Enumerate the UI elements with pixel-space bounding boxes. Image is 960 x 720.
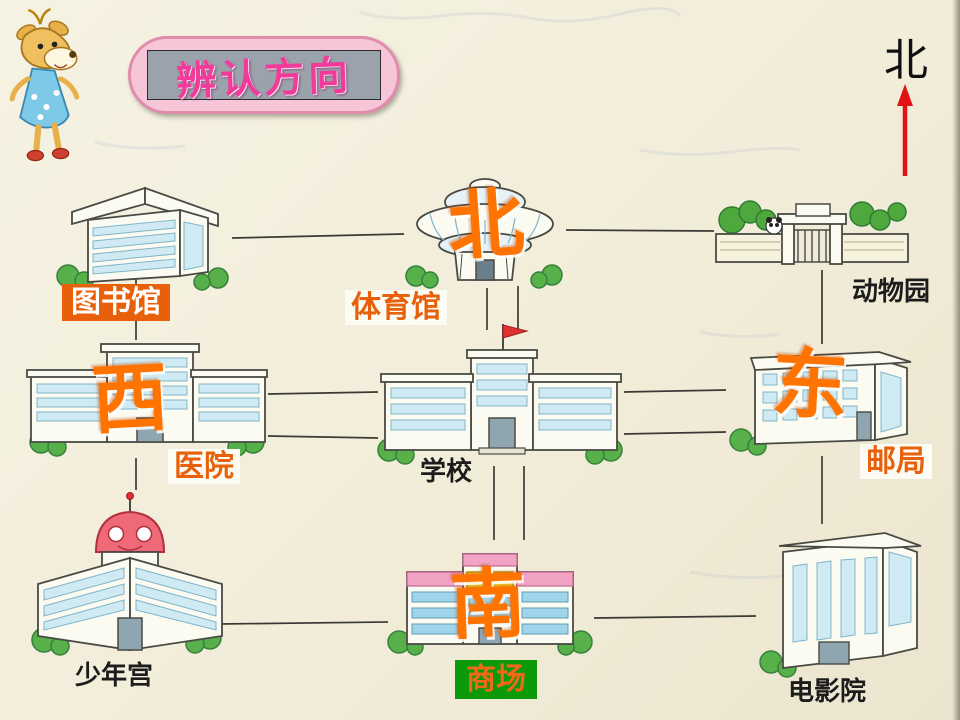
label-school: 学校 (420, 457, 473, 487)
post-office-illustration (729, 351, 912, 456)
building-youth-palace (30, 488, 225, 663)
direction-south-char: 南 (448, 561, 528, 650)
label-hospital: 医院 (168, 449, 240, 484)
building-gymnasium (400, 172, 570, 292)
direction-west-char: 西 (89, 355, 171, 444)
scan-edge (952, 0, 960, 720)
mall-signboard (466, 571, 514, 589)
compass-north-label: 北 (884, 35, 928, 86)
label-zoo: 动物园 (852, 277, 931, 307)
deer-mascot (2, 6, 98, 168)
title-banner-plate: 辨认方向 (147, 50, 381, 104)
building-zoo (712, 192, 912, 277)
page-title: 辨认方向 (175, 53, 353, 105)
label-gymnasium: 体育馆 (345, 290, 447, 325)
direction-north-char: 北 (445, 180, 527, 271)
hospital-illustration (26, 343, 268, 457)
label-library: 图书馆 (62, 284, 170, 321)
cinema-illustration (759, 532, 922, 678)
panda-icon (765, 217, 783, 235)
zoo-gate-bars (794, 229, 830, 263)
flag-icon (502, 324, 529, 339)
label-youth-palace: 少年宫 (75, 661, 154, 691)
label-post-office: 邮局 (860, 444, 932, 479)
gymnasium-illustration (405, 178, 563, 289)
deer-illustration (9, 7, 80, 162)
building-cinema (755, 522, 935, 682)
school-illustration (377, 324, 623, 465)
label-cinema: 电影院 (788, 677, 867, 707)
mall-illustration (387, 553, 593, 656)
building-library (50, 178, 235, 293)
title-banner: 辨认方向 (128, 36, 400, 114)
building-post-office (725, 342, 920, 457)
youth-palace-illustration (31, 492, 223, 656)
tree-icon (405, 264, 563, 289)
zoo-sign (795, 203, 831, 217)
direction-east-char: 东 (769, 341, 851, 430)
building-hospital (25, 338, 270, 458)
label-mall: 商场 (455, 660, 537, 699)
library-illustration (56, 186, 229, 291)
building-school (375, 322, 625, 467)
zoo-illustration (715, 200, 909, 265)
north-arrow-icon (897, 84, 913, 176)
building-mall (385, 538, 595, 658)
dome-roof (94, 510, 166, 553)
